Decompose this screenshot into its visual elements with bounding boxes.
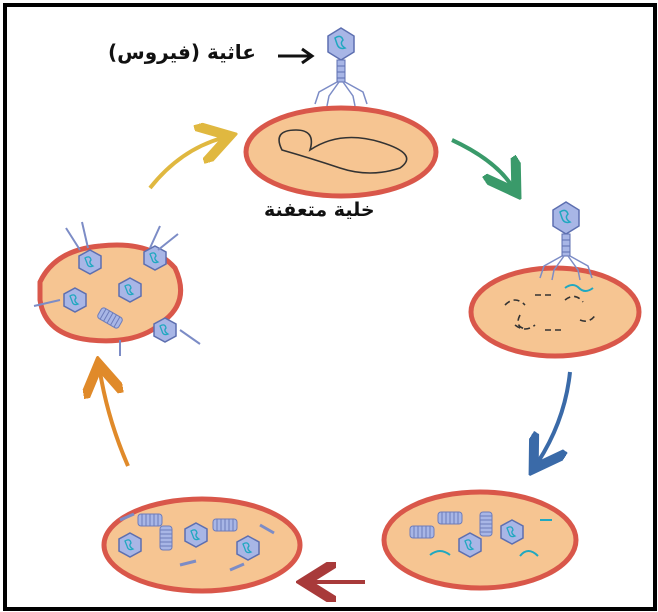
arrow-step-1 [452,140,512,186]
infected-cell [246,108,436,196]
bacteriophage-icon [315,28,367,106]
right-arrow-icon [276,46,316,66]
assembly-cell [104,499,300,591]
lysis-cell [34,222,200,356]
arrow-step-5 [150,138,222,188]
injection-cell [471,268,639,356]
replication-cell [384,492,576,588]
arrow-step-2 [538,372,570,462]
infected-cell-label: خلية متعفنة [264,199,375,221]
arrow-step-4 [100,372,128,466]
virus-label: عاثية (فيروس) [108,40,256,64]
